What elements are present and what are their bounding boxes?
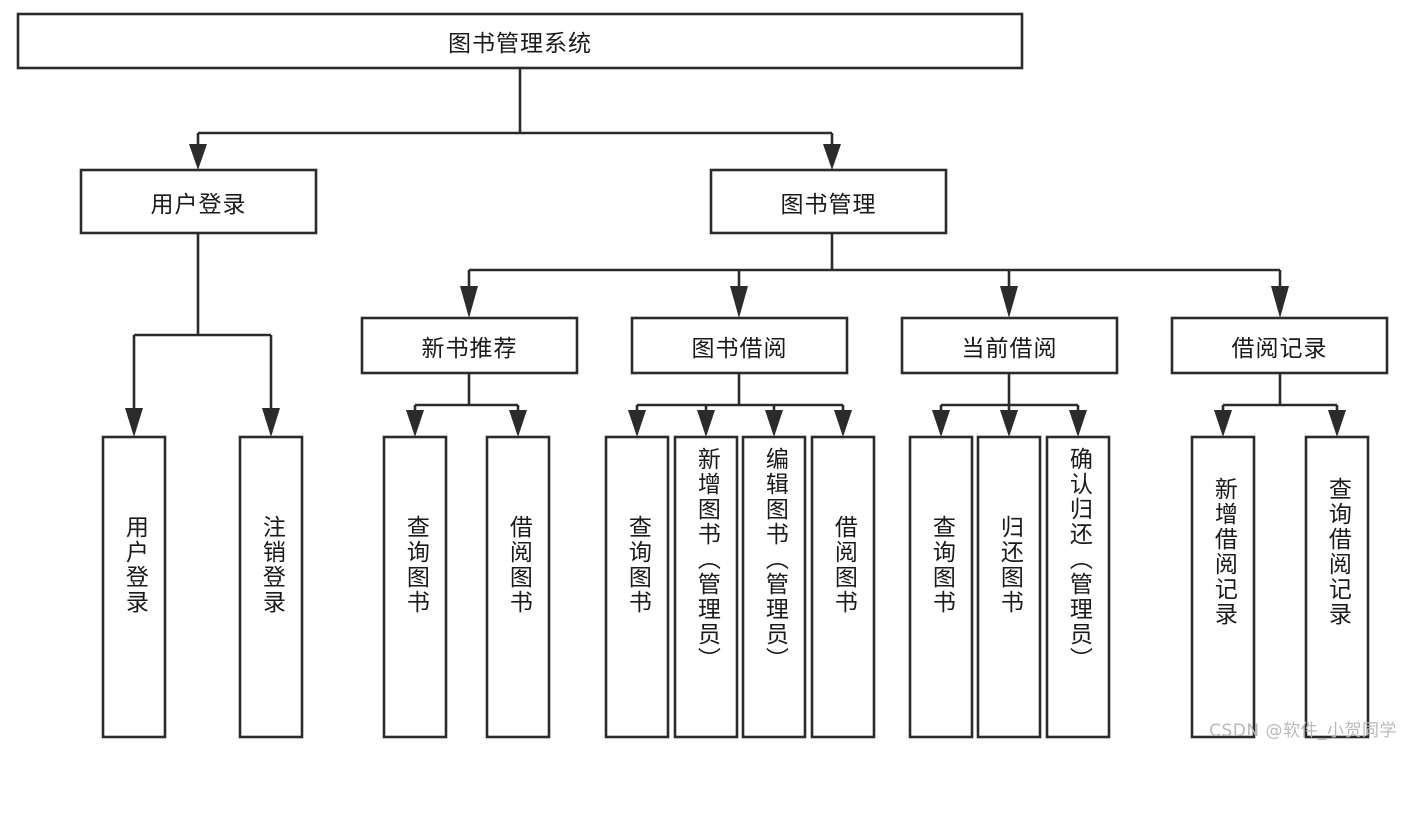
arrowhead-cb-leaf-2 <box>1000 410 1018 437</box>
arrowhead-nb-leaf-2 <box>509 410 527 437</box>
node-current-borrow[interactable] <box>900 316 1119 375</box>
node-user-login[interactable] <box>79 168 318 235</box>
arrowhead-br-leaf-2 <box>1328 410 1346 437</box>
arrowhead-bb-leaf-2 <box>697 410 715 437</box>
arrowhead-borrow-record <box>1271 286 1289 318</box>
node-leaf-logout[interactable] <box>238 435 304 739</box>
node-borrow-record[interactable] <box>1170 316 1389 375</box>
arrowhead-book-manage <box>823 144 841 170</box>
node-leaf-user-login[interactable] <box>101 435 167 739</box>
node-new-book[interactable] <box>360 316 579 375</box>
node-leaf-bb-query-book[interactable] <box>604 435 670 739</box>
node-leaf-cb-query-book[interactable] <box>908 435 974 739</box>
node-leaf-bb-add-book[interactable] <box>673 435 739 739</box>
node-leaf-br-add-record[interactable] <box>1190 435 1256 739</box>
arrowhead-cb-leaf-3 <box>1069 410 1087 437</box>
arrowhead-leaf-user-login <box>125 408 143 437</box>
node-leaf-cb-confirm-return[interactable] <box>1045 435 1111 739</box>
flowchart-canvas <box>16 12 1389 739</box>
watermark: CSDN @软件_小贺同学 <box>1209 721 1397 741</box>
node-leaf-br-query-record[interactable] <box>1304 435 1370 739</box>
arrowhead-br-leaf-1 <box>1214 410 1232 437</box>
arrowhead-current-borrow <box>1000 286 1018 318</box>
arrowhead-bb-leaf-1 <box>628 410 646 437</box>
node-leaf-cb-return-book[interactable] <box>976 435 1042 739</box>
arrowhead-nb-leaf-1 <box>406 410 424 437</box>
arrowhead-cb-leaf-1 <box>932 410 950 437</box>
node-leaf-nb-query-book[interactable] <box>382 435 448 739</box>
node-book-manage[interactable] <box>709 168 948 235</box>
node-leaf-bb-edit-book[interactable] <box>741 435 807 739</box>
node-book-borrow[interactable] <box>630 316 849 375</box>
arrowhead-leaf-logout <box>262 408 280 437</box>
flowchart-diagram: 图书管理系统 用户登录 图书管理 新书推荐 图书借阅 当前借阅 借阅记录 用户登… <box>16 12 1397 741</box>
arrowhead-book-borrow <box>730 286 748 318</box>
arrowhead-bb-leaf-4 <box>834 410 852 437</box>
arrowhead-new-book <box>460 286 478 318</box>
node-leaf-nb-borrow-book[interactable] <box>485 435 551 739</box>
node-leaf-bb-borrow-book[interactable] <box>810 435 876 739</box>
arrowhead-bb-leaf-3 <box>765 410 783 437</box>
node-root[interactable] <box>16 12 1024 70</box>
arrowhead-user-login <box>189 144 207 170</box>
